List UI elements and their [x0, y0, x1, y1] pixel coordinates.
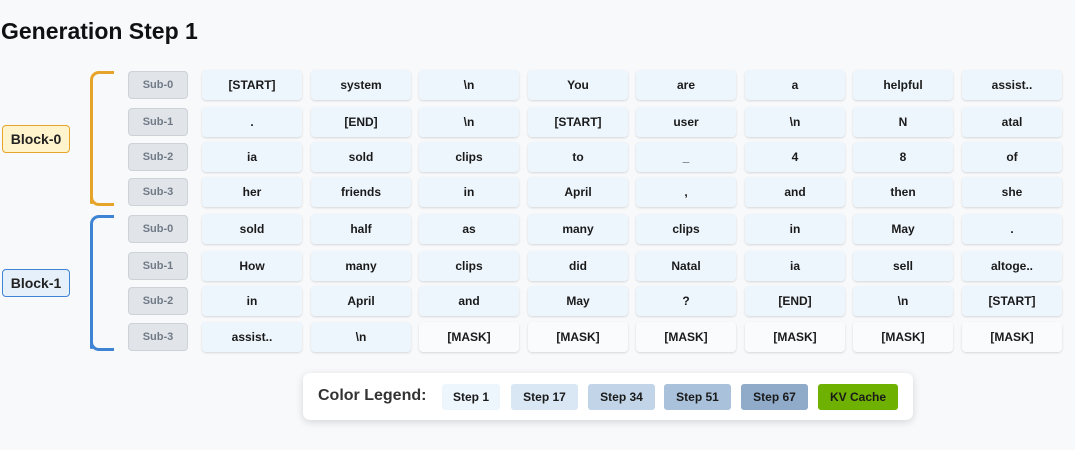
mask-token-cell: [MASK]: [853, 322, 953, 352]
token-cell: to: [528, 142, 628, 172]
token-cell: How: [202, 251, 302, 281]
mask-token-cell: [MASK]: [745, 322, 845, 352]
block-label: Block-1: [2, 269, 70, 297]
token-cell: \n: [419, 107, 519, 137]
token-cell: clips: [636, 214, 736, 244]
legend-swatch: Step 17: [511, 384, 578, 410]
token-cell: did: [528, 251, 628, 281]
token-cell: You: [528, 70, 628, 100]
token-cell: .: [962, 214, 1062, 244]
token-cell: friends: [311, 177, 411, 207]
legend-swatch: Step 1: [442, 384, 500, 410]
token-cell: atal: [962, 107, 1062, 137]
mask-token-cell: [MASK]: [962, 322, 1062, 352]
token-cell: clips: [419, 251, 519, 281]
token-cell: [END]: [311, 107, 411, 137]
token-cell: 4: [745, 142, 845, 172]
token-cell: a: [745, 70, 845, 100]
legend-swatch: Step 34: [588, 384, 655, 410]
token-cell: and: [419, 286, 519, 316]
token-cell: assist..: [202, 322, 302, 352]
sub-block-label: Sub-3: [128, 178, 188, 206]
token-cell: [START]: [528, 107, 628, 137]
token-cell: many: [528, 214, 628, 244]
token-cell: then: [853, 177, 953, 207]
token-cell: 8: [853, 142, 953, 172]
token-cell: helpful: [853, 70, 953, 100]
mask-token-cell: [MASK]: [636, 322, 736, 352]
mask-token-cell: [MASK]: [528, 322, 628, 352]
token-cell: assist..: [962, 70, 1062, 100]
token-cell: ,: [636, 177, 736, 207]
sub-block-label: Sub-1: [128, 252, 188, 280]
token-cell: .: [202, 107, 302, 137]
token-cell: user: [636, 107, 736, 137]
token-cell: half: [311, 214, 411, 244]
token-cell: altoge..: [962, 251, 1062, 281]
token-cell: system: [311, 70, 411, 100]
legend-swatch: Step 67: [741, 384, 808, 410]
sub-block-label: Sub-2: [128, 287, 188, 315]
bracket-tick: [90, 180, 93, 204]
bracket-tick: [90, 325, 93, 349]
token-cell: May: [853, 214, 953, 244]
token-cell: sold: [202, 214, 302, 244]
token-cell: ia: [745, 251, 845, 281]
token-cell: she: [962, 177, 1062, 207]
token-cell: ?: [636, 286, 736, 316]
bracket-tick: [90, 289, 93, 313]
token-cell: April: [311, 286, 411, 316]
bracket-tick: [90, 110, 93, 134]
token-cell: [START]: [962, 286, 1062, 316]
token-cell: [START]: [202, 70, 302, 100]
token-cell: ia: [202, 142, 302, 172]
bracket-tick: [90, 254, 93, 278]
bracket-tick: [90, 145, 93, 169]
token-cell: are: [636, 70, 736, 100]
sub-block-label: Sub-1: [128, 108, 188, 136]
page-title: Generation Step 1: [1, 18, 198, 44]
token-cell: May: [528, 286, 628, 316]
token-cell: \n: [311, 322, 411, 352]
block-label: Block-0: [2, 124, 70, 153]
block-bracket: [90, 71, 114, 206]
token-cell: N: [853, 107, 953, 137]
mask-token-cell: [MASK]: [419, 322, 519, 352]
token-cell: sold: [311, 142, 411, 172]
sub-block-label: Sub-3: [128, 323, 188, 351]
token-cell: in: [419, 177, 519, 207]
token-cell: \n: [419, 70, 519, 100]
color-legend: Color Legend: Step 1 Step 17 Step 34 Step 5…: [303, 373, 913, 420]
token-cell: her: [202, 177, 302, 207]
token-cell: Natal: [636, 251, 736, 281]
token-cell: of: [962, 142, 1062, 172]
legend-title: Color Legend:: [318, 387, 427, 404]
legend-swatch: KV Cache: [818, 384, 898, 410]
token-cell: many: [311, 251, 411, 281]
legend-swatch: Step 51: [664, 384, 731, 410]
sub-block-label: Sub-0: [128, 71, 188, 99]
token-cell: _: [636, 142, 736, 172]
token-cell: and: [745, 177, 845, 207]
token-cell: in: [202, 286, 302, 316]
token-cell: as: [419, 214, 519, 244]
token-cell: in: [745, 214, 845, 244]
sub-block-label: Sub-0: [128, 215, 188, 243]
token-cell: \n: [745, 107, 845, 137]
token-cell: clips: [419, 142, 519, 172]
sub-block-label: Sub-2: [128, 143, 188, 171]
block-bracket: [90, 215, 114, 351]
token-cell: sell: [853, 251, 953, 281]
token-cell: April: [528, 177, 628, 207]
token-cell: \n: [853, 286, 953, 316]
token-cell: [END]: [745, 286, 845, 316]
